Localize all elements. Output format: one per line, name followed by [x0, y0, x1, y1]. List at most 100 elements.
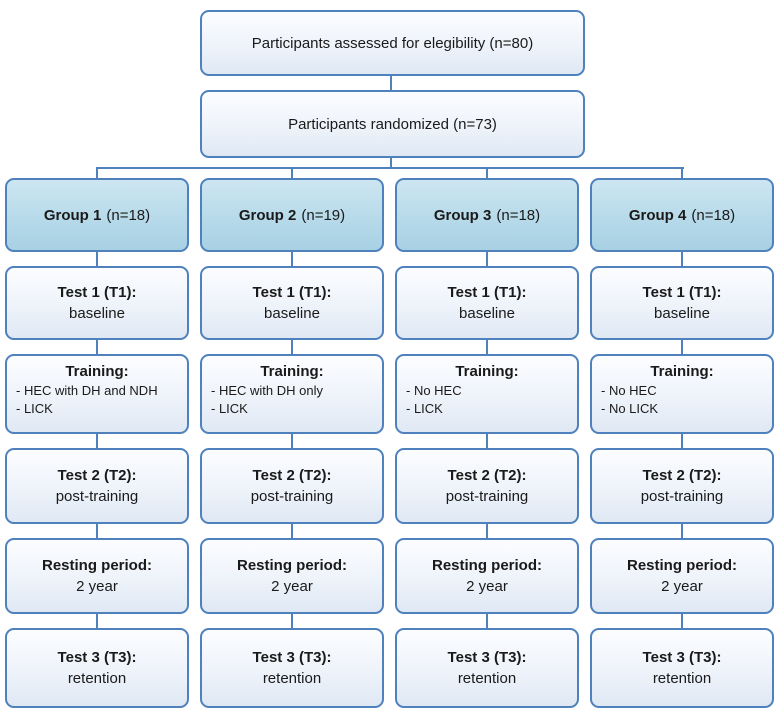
column-connector	[486, 340, 488, 354]
tree-connector-stub-group-1	[96, 168, 98, 178]
group-1-header-box: Group 1 (n=18)	[0, 175, 189, 253]
stage-body: post-training	[55, 488, 139, 505]
stage-title: Test 3 (T3):	[252, 649, 332, 666]
column-connector	[681, 340, 683, 354]
training-item: - HEC with DH only	[211, 383, 323, 398]
column-connector	[681, 614, 683, 628]
stage-title: Training:	[455, 363, 519, 380]
column-connector	[96, 340, 98, 354]
group-name: Group 3	[433, 206, 492, 224]
group-3-column: Group 3 (n=18) Test 1 (T1): baseline Tra…	[390, 175, 579, 709]
group-1-test1-box: Test 1 (T1): baseline	[0, 263, 189, 341]
training-items: - HEC with DH only - LICK	[202, 382, 382, 418]
training-item: - No LICK	[601, 401, 659, 416]
stage-title: Test 2 (T2):	[57, 467, 137, 484]
stage-title: Test 3 (T3):	[642, 649, 722, 666]
group-4-training-box: Training: - No HEC - No LICK	[585, 351, 774, 435]
group-1-test2-box: Test 2 (T2): post-training	[0, 445, 189, 525]
stage-body: post-training	[250, 488, 334, 505]
tree-connector-center-stub	[390, 158, 392, 169]
column-connector	[96, 252, 98, 266]
group-4-header-box: Group 4 (n=18)	[585, 175, 774, 253]
tree-connector-horizontal-line	[96, 167, 684, 169]
stage-title: Resting period:	[431, 557, 542, 574]
group-name: Group 1	[43, 206, 102, 224]
column-connector	[291, 614, 293, 628]
column-connector	[681, 434, 683, 448]
group-3-test3-box: Test 3 (T3): retention	[390, 625, 579, 709]
group-3-training-box: Training: - No HEC - LICK	[390, 351, 579, 435]
stage-title: Test 1 (T1):	[642, 284, 722, 301]
group-1-resting-box: Resting period: 2 year	[0, 535, 189, 615]
group-3-resting-box: Resting period: 2 year	[390, 535, 579, 615]
stage-body: retention	[67, 670, 127, 687]
group-1-column: Group 1 (n=18) Test 1 (T1): baseline Tra…	[0, 175, 189, 709]
stage-body: baseline	[459, 305, 515, 322]
training-item: - No HEC	[406, 383, 462, 398]
training-items: - No HEC - No LICK	[592, 382, 772, 418]
group-n-count: (n=19)	[301, 206, 346, 224]
randomized-label: Participants randomized (n=73)	[288, 115, 497, 133]
group-name: Group 2	[238, 206, 297, 224]
column-connector	[96, 434, 98, 448]
group-4-column: Group 4 (n=18) Test 1 (T1): baseline Tra…	[585, 175, 774, 709]
training-items: - No HEC - LICK	[397, 382, 577, 418]
group-2-test3-box: Test 3 (T3): retention	[195, 625, 384, 709]
stage-title: Resting period:	[626, 557, 737, 574]
stage-body: baseline	[69, 305, 125, 322]
stage-title: Resting period:	[236, 557, 347, 574]
group-4-test2-box: Test 2 (T2): post-training	[585, 445, 774, 525]
group-n-count: (n=18)	[106, 206, 151, 224]
group-4-resting-box: Resting period: 2 year	[585, 535, 774, 615]
randomized-box: Participants randomized (n=73)	[195, 87, 585, 159]
column-connector	[96, 614, 98, 628]
group-3-test2-box: Test 2 (T2): post-training	[390, 445, 579, 525]
connector-assessed-randomized	[390, 76, 392, 90]
stage-body: 2 year	[76, 578, 118, 595]
stage-body: retention	[652, 670, 712, 687]
training-item: - HEC with DH and NDH	[16, 383, 158, 398]
group-n-count: (n=18)	[496, 206, 541, 224]
group-3-test1-box: Test 1 (T1): baseline	[390, 263, 579, 341]
stage-title: Test 3 (T3):	[447, 649, 527, 666]
group-2-training-box: Training: - HEC with DH only - LICK	[195, 351, 384, 435]
stage-body: post-training	[640, 488, 724, 505]
stage-title: Test 1 (T1):	[57, 284, 137, 301]
training-item: - LICK	[211, 401, 248, 416]
column-connector	[291, 524, 293, 538]
stage-title: Test 1 (T1):	[252, 284, 332, 301]
stage-body: retention	[457, 670, 517, 687]
group-2-column: Group 2 (n=19) Test 1 (T1): baseline Tra…	[195, 175, 384, 709]
training-item: - No HEC	[601, 383, 657, 398]
tree-connector-stub-group-4	[681, 168, 683, 178]
tree-connector-stub-group-2	[291, 168, 293, 178]
group-2-resting-box: Resting period: 2 year	[195, 535, 384, 615]
assessed-eligibility-label: Participants assessed for elegibility (n…	[251, 34, 534, 52]
column-connector	[96, 524, 98, 538]
stage-title: Test 1 (T1):	[447, 284, 527, 301]
stage-body: 2 year	[271, 578, 313, 595]
stage-title: Test 2 (T2):	[642, 467, 722, 484]
group-4-test3-box: Test 3 (T3): retention	[585, 625, 774, 709]
stage-title: Training:	[650, 363, 714, 380]
stage-title: Training:	[65, 363, 129, 380]
stage-body: post-training	[445, 488, 529, 505]
column-connector	[291, 434, 293, 448]
stage-body: baseline	[654, 305, 710, 322]
training-item: - LICK	[406, 401, 443, 416]
column-connector	[291, 252, 293, 266]
stage-body: baseline	[264, 305, 320, 322]
stage-body: 2 year	[661, 578, 703, 595]
group-3-header-box: Group 3 (n=18)	[390, 175, 579, 253]
column-connector	[486, 252, 488, 266]
assessed-eligibility-box: Participants assessed for elegibility (n…	[195, 7, 585, 77]
group-n-count: (n=18)	[691, 206, 736, 224]
tree-connector-stub-group-3	[486, 168, 488, 178]
column-connector	[486, 524, 488, 538]
column-connector	[291, 340, 293, 354]
column-connector	[486, 614, 488, 628]
stage-title: Training:	[260, 363, 324, 380]
stage-title: Test 3 (T3):	[57, 649, 137, 666]
stage-body: 2 year	[466, 578, 508, 595]
